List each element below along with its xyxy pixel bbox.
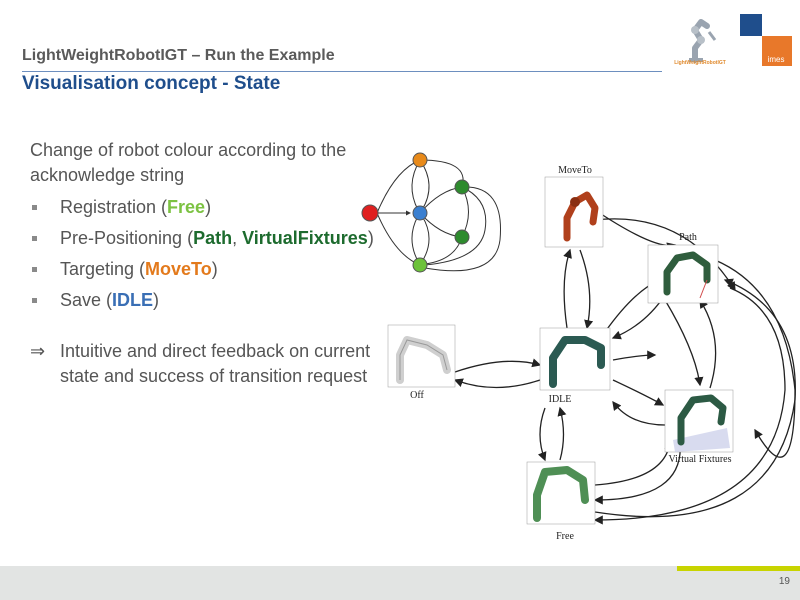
lwr-logo-icon (689, 19, 717, 63)
mini-state-graph (361, 152, 502, 273)
state-path-node: Path (647, 232, 719, 304)
mini-node-virtual (454, 229, 470, 245)
slide-content: Change of robot colour according to the … (30, 138, 400, 389)
label-moveto: MoveTo (558, 165, 592, 176)
presentation-title: LightWeightRobotIGT – Run the Example (22, 47, 335, 65)
state-diagram: MoveTo Path Off IDLE Virtual Fixtures Fr… (361, 152, 796, 542)
state-moveto: MoveTo (145, 259, 212, 279)
state-virtualfixtures: VirtualFixtures (242, 228, 368, 248)
page-number: 19 (778, 576, 790, 587)
lwr-logo-text: LightWeightRobotIGT (674, 60, 726, 66)
title-main: LightWeightRobotIGT (22, 47, 187, 64)
bullet-square-icon (32, 236, 37, 241)
state-path: Path (193, 228, 233, 248)
imes-logo-text: imes (768, 55, 785, 64)
bullet-square-icon (32, 205, 37, 210)
intro-text: Change of robot colour according to the … (30, 140, 347, 185)
title-separator: – (187, 47, 205, 64)
state-idle-node: IDLE (539, 327, 611, 405)
list-item: Save (IDLE) (30, 288, 400, 313)
mini-node-free (412, 257, 428, 273)
bullet-square-icon (32, 298, 37, 303)
state-idle: IDLE (112, 290, 154, 310)
label-path: Path (679, 232, 697, 243)
conclusion-text: Intuitive and direct feedback on current… (60, 341, 371, 386)
label-off: Off (410, 390, 424, 401)
transition-arrows (453, 209, 796, 525)
label-free: Free (556, 531, 574, 542)
label-idle: IDLE (549, 394, 572, 405)
conclusion: ⇒ Intuitive and direct feedback on curre… (30, 339, 400, 389)
state-off-node: Off (387, 324, 456, 401)
slide-subtitle: Visualisation concept - State (22, 73, 281, 94)
list-item: Pre-Positioning (Path, VirtualFixtures) (30, 226, 400, 251)
footer-accent-bar (677, 566, 800, 571)
mini-node-off (361, 204, 379, 222)
state-virtual-fixtures-node: Virtual Fixtures (664, 389, 734, 465)
mini-node-path (454, 179, 470, 195)
mini-node-moveto (412, 152, 428, 168)
footer-band (0, 566, 800, 600)
state-list: Registration (Free) Pre-Positioning (Pat… (30, 195, 400, 313)
title-tail: Run the Example (204, 47, 335, 64)
implies-arrow-icon: ⇒ (30, 341, 46, 361)
imes-logo-icon: imes (740, 14, 792, 66)
header-rule (22, 71, 662, 72)
mini-node-idle (412, 205, 428, 221)
label-virtual-fixtures: Virtual Fixtures (668, 454, 731, 465)
state-free: Free (167, 197, 206, 217)
state-free-node: Free (526, 461, 596, 542)
bullet-square-icon (32, 267, 37, 272)
state-moveto-node: MoveTo (544, 165, 604, 248)
list-item: Registration (Free) (30, 195, 400, 220)
list-item: Targeting (MoveTo) (30, 257, 400, 282)
